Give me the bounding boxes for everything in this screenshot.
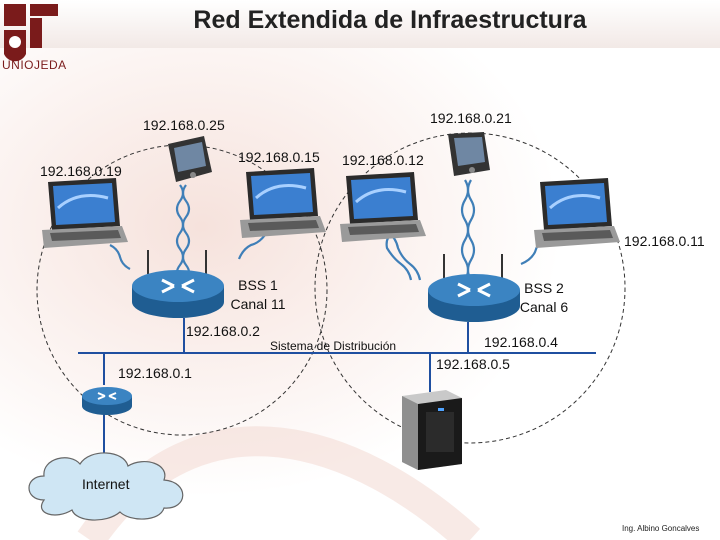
distribution-system-label: Sistema de Distribución xyxy=(270,339,396,353)
router-icon xyxy=(80,382,134,416)
ip-label: 192.168.0.21 xyxy=(430,110,512,126)
ip-label: 192.168.0.15 xyxy=(238,149,320,165)
laptop-icon xyxy=(38,178,128,250)
ip-label: 192.168.0.25 xyxy=(143,117,225,133)
ip-label: 192.168.0.4 xyxy=(484,334,558,350)
bss2-channel: Canal 6 xyxy=(508,299,580,315)
server-icon xyxy=(398,388,466,470)
ip-label: 192.168.0.19 xyxy=(40,163,122,179)
ip-label: 192.168.0.1 xyxy=(118,365,192,381)
bss1-channel: Canal 11 xyxy=(222,296,294,312)
ip-label: 192.168.0.5 xyxy=(436,356,510,372)
ip-label: 192.168.0.2 xyxy=(186,323,260,339)
ip-label: 192.168.0.11 xyxy=(624,233,705,249)
pda-icon xyxy=(442,130,498,182)
laptop-icon xyxy=(530,178,620,250)
page-title: Red Extendida de Infraestructura xyxy=(90,6,690,35)
internet-label: Internet xyxy=(82,476,129,492)
bss1-name: BSS 1 xyxy=(222,277,294,293)
logo-text: UNIOJEDA xyxy=(2,58,67,72)
pda-icon xyxy=(160,134,216,186)
access-point-bss1-icon xyxy=(128,248,228,324)
laptop-icon xyxy=(236,168,326,240)
laptop-icon xyxy=(336,172,426,244)
bss2-name: BSS 2 xyxy=(508,280,580,296)
author-credit: Ing. Albino Goncalves xyxy=(622,524,699,533)
ip-label: 192.168.0.12 xyxy=(342,152,424,168)
